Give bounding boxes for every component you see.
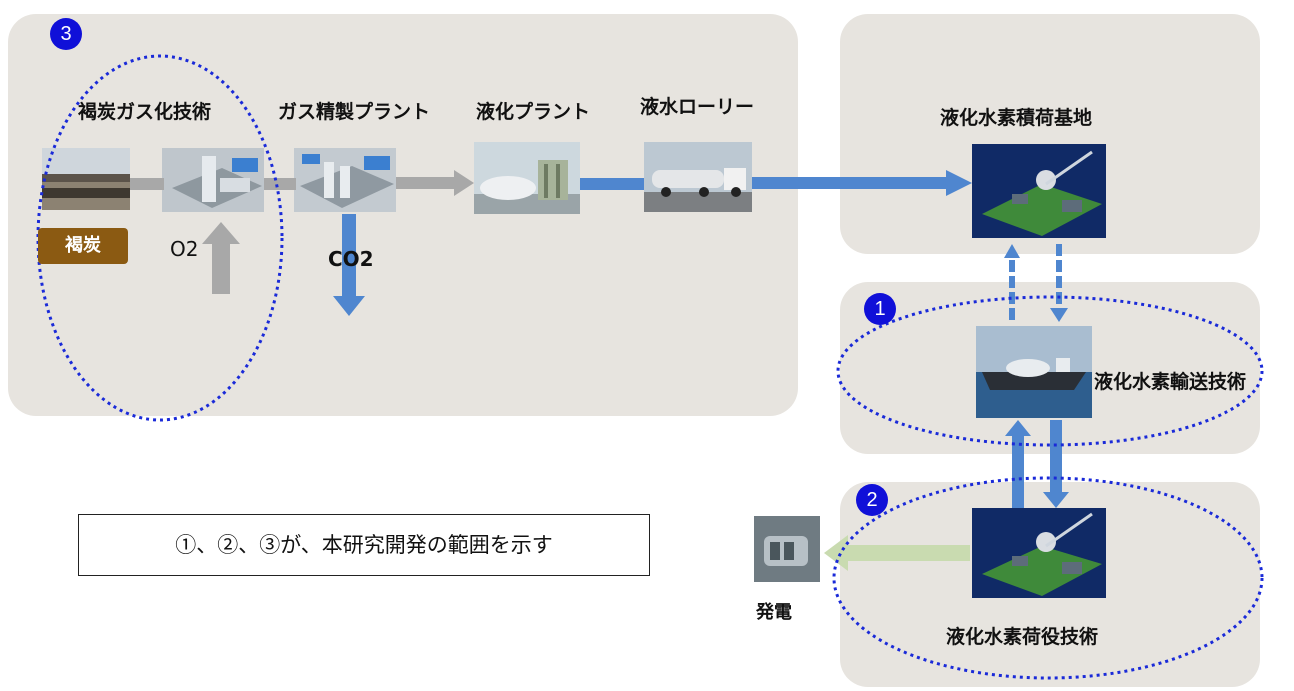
label-loading-base: 液化水素積荷基地 [940, 107, 1093, 129]
label-coal-gasification: 褐炭ガス化技術 [78, 101, 212, 123]
arrow-coal-to-gasifier [130, 178, 164, 190]
arrow-gasifier-to-refining [264, 178, 296, 190]
label-lh2-truck: 液水ローリー [640, 96, 755, 118]
brown-coal-mine-image [42, 148, 130, 210]
badge-3: 3 [50, 18, 82, 50]
production-panel [8, 14, 798, 416]
power-generation-image [754, 516, 820, 582]
handling-terminal-image [972, 508, 1106, 598]
gasification-plant-image [162, 148, 264, 212]
lh2-truck-image [644, 142, 752, 212]
badge-2: 2 [856, 484, 888, 516]
arrow-base-to-ship-dotted [1050, 244, 1068, 322]
loading-base-image [972, 144, 1106, 238]
arrow-liquefaction-to-truck [580, 178, 644, 190]
arrow-terminal-to-power [824, 535, 970, 571]
gas-refining-plant-image [294, 148, 396, 212]
brown-coal-badge: 褐炭 [38, 228, 128, 264]
arrow-ship-to-terminal [1043, 420, 1069, 508]
liquefaction-plant-image [474, 142, 580, 214]
scope-ellipse-2 [832, 476, 1264, 680]
scope-ellipse-1 [836, 295, 1264, 447]
label-handling-tech: 液化水素荷役技術 [946, 626, 1099, 648]
label-power-generation: 発電 [756, 602, 792, 623]
arrow-ship-to-base-dotted [1004, 244, 1020, 320]
arrow-o2-input [202, 222, 240, 294]
badge-1: 1 [864, 293, 896, 325]
arrow-truck-to-loading-base [752, 170, 972, 196]
arrow-refining-to-liquefaction [396, 170, 474, 196]
lh2-carrier-ship-image [976, 326, 1092, 418]
arrow-terminal-to-ship [1005, 420, 1031, 508]
label-transport-tech: 液化水素輸送技術 [1094, 371, 1247, 393]
scope-note: ①、②、③が、本研究開発の範囲を示す [78, 514, 650, 576]
label-gas-refining: ガス精製プラント [278, 101, 431, 123]
arrow-co2-output [333, 214, 365, 316]
label-liquefaction: 液化プラント [476, 101, 591, 123]
label-o2: O2 [170, 237, 199, 261]
scope-ellipse-3 [36, 54, 284, 422]
label-co2: CO2 [328, 247, 374, 271]
